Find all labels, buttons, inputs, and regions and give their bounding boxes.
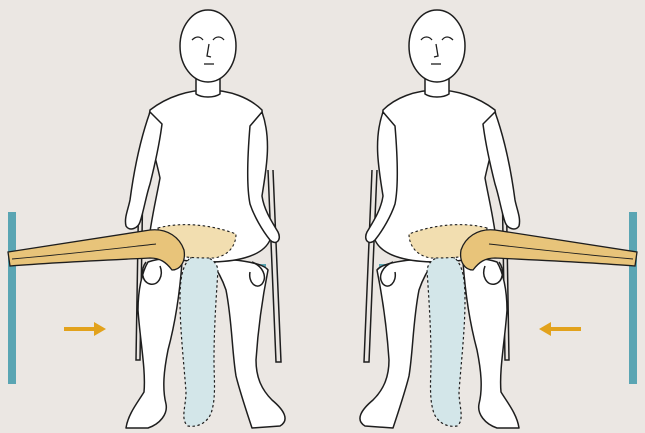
- panel-left: [8, 10, 285, 428]
- panel-right: [360, 10, 637, 428]
